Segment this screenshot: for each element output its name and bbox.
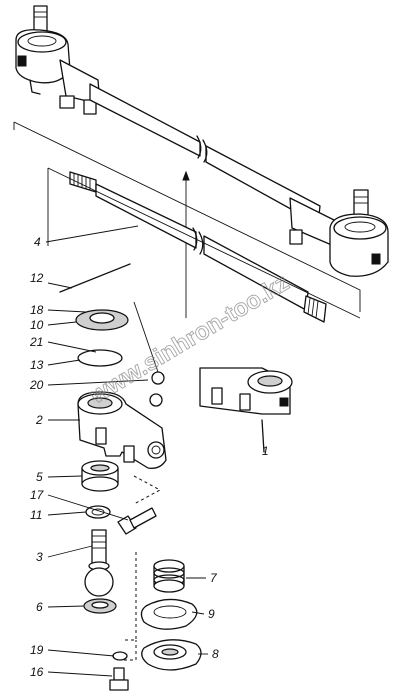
- ball-pin-part-3: [84, 529, 114, 597]
- dash-leader-18: [133, 301, 159, 373]
- callout-12: 12: [30, 271, 44, 285]
- callout-18: 18: [30, 303, 44, 317]
- callout-4: 4: [34, 235, 41, 249]
- tip-housing-part-1: [199, 367, 293, 415]
- rod-frame-line: [47, 167, 361, 319]
- bolt-part-17: [117, 507, 157, 535]
- callout-1: 1: [262, 444, 269, 458]
- rod-part-4: [69, 171, 327, 323]
- callout-10: 10: [30, 318, 44, 332]
- callout-21: 21: [29, 335, 43, 349]
- exploded-frame-line: [13, 121, 361, 312]
- callout-6: 6: [36, 600, 43, 614]
- assembly-bracket-lower: [124, 552, 137, 661]
- callout-16: 16: [30, 665, 44, 679]
- insert-part-5: [81, 460, 119, 492]
- callout-2: 2: [35, 413, 43, 427]
- leader-lines: [45, 225, 208, 677]
- assembled-tie-rod: [15, 5, 389, 277]
- washer-part-19: [112, 651, 128, 661]
- callout-13: 13: [30, 358, 44, 372]
- callout-17: 17: [30, 488, 45, 502]
- cover-part-8: [141, 639, 202, 671]
- bolt-part-16: [109, 667, 129, 691]
- callout-7: 7: [210, 571, 218, 585]
- callout-19: 19: [30, 643, 44, 657]
- spring-ring-part-13: [77, 349, 123, 367]
- callout-11: 11: [30, 508, 42, 522]
- callout-5: 5: [36, 470, 43, 484]
- callout-3: 3: [36, 550, 43, 564]
- spring-part-7: [153, 559, 185, 593]
- callout-9: 9: [208, 607, 215, 621]
- assembly-bracket: [133, 475, 162, 505]
- callout-20: 20: [29, 378, 44, 392]
- callout-labels: 1 2 3 4 5 6 7 8 9 10 11 12 13 16 17 18 1…: [29, 235, 269, 679]
- gasket-part-9: [140, 598, 198, 630]
- cotter-pin-part-12: [59, 263, 131, 293]
- leader-1: [261, 419, 265, 453]
- callout-8: 8: [212, 647, 219, 661]
- tip-housing-part-2: [77, 391, 167, 469]
